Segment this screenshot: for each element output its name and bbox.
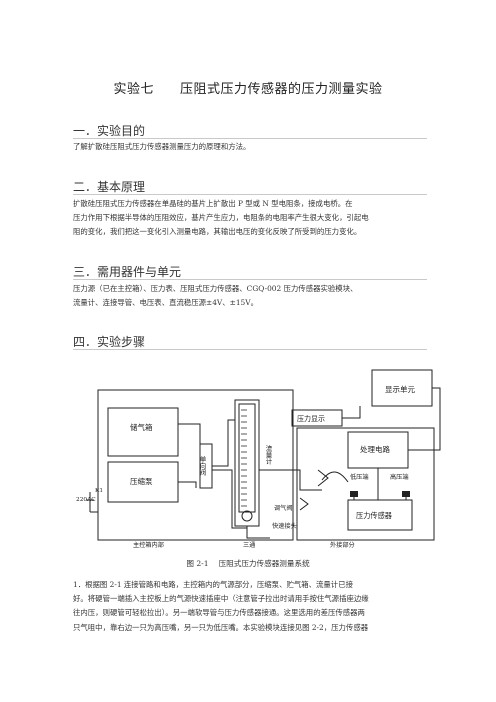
title-number: 实验七 (113, 82, 154, 97)
label-flowmeter: 流量计 (264, 444, 272, 466)
flowmeter-knob (241, 510, 253, 522)
label-tee: 三通 (243, 541, 255, 549)
caption-number: 图 2-1 (186, 559, 209, 568)
text-line: 往内压，则硬管可轻松拉出）。另一端软导管与压力传感器接通。这里选用的差压传感器两 (73, 608, 365, 618)
label-low-port: 低压端 (350, 473, 369, 481)
text-line: 好。将硬管一端插入主控板上的气源快速插座中（注意管子拉出时请用手按住气源插座边缘 (73, 594, 369, 604)
section-body-equipment: 压力源（已在主控箱）、压力表、压阻式压力传感器、CGQ-002 压力传感器实验模… (73, 282, 427, 310)
section-heading-steps: 四．实验步骤 (73, 335, 146, 349)
text-line: 压力作用下根据半导体的压阻效应，基片产生应力，电阻条的电阻率产生很大变化，引起电 (73, 213, 369, 223)
label-check-valve: 单向阀 (198, 455, 206, 477)
label-switch: K1 (95, 488, 103, 494)
text-line: 压力源（已在主控箱）、压力表、压阻式压力传感器、CGQ-002 压力传感器实验模… (73, 284, 358, 293)
label-ac: 220AC (76, 497, 96, 503)
steps-body: 1．根据图 2-1 连接管路和电路，主控箱内的气源部分，压缩泵、贮气箱、流量计已… (73, 578, 427, 635)
label-outside: 外接部分 (330, 541, 355, 549)
text-line: 流量计、连接导管、电压表、直流稳压源±4V、±15V。 (73, 298, 258, 308)
label-quick-connector: 快速接头 (272, 522, 297, 530)
main-box-outline (97, 389, 294, 541)
section-body-purpose: 了解扩散硅压阻式压力传感器测量压力的原理和方法。 (73, 140, 427, 154)
text-line: 扩散硅压阻式压力传感器在单晶硅的基片上扩散出 P 型或 N 型电阻条，接成电桥。… (73, 199, 353, 208)
section-heading-purpose: 一．实验目的 (73, 124, 146, 138)
storage-tank-box (107, 407, 179, 457)
sensor-box (347, 499, 413, 531)
low-port-nozzle (350, 491, 358, 497)
section-heading-equipment: 三．需用器件与单元 (73, 265, 182, 279)
title-name: 压阻式压力传感器的压力测量实验 (180, 82, 383, 97)
label-storage: 储气箱 (130, 422, 153, 432)
label-display-unit: 显示单元 (385, 384, 415, 394)
caption-text: 压阻式压力传感器测量系统 (218, 559, 310, 568)
label-high-port: 高压端 (390, 473, 409, 481)
label-sensor: 压力传感器 (356, 511, 392, 520)
section-divider (73, 138, 427, 139)
page-title: 实验七 压阻式压力传感器的压力测量实验 (0, 78, 496, 97)
text-line: 只气咀中，靠右边一只为高压嘴，另一只为低压嘴。本实验模块连接见图 2-2，压力传… (73, 622, 369, 632)
high-port-nozzle (402, 491, 410, 497)
section-body-principle: 扩散硅压阻式压力传感器在单晶硅的基片上扩散出 P 型或 N 型电阻条，接成电桥。… (73, 197, 427, 240)
outer-connector-box (296, 427, 435, 541)
flowmeter-tube (238, 403, 256, 513)
label-inside: 主控箱内部 (133, 541, 164, 549)
label-pressure-display: 压力显示 (297, 414, 325, 423)
label-bleed-valve: 调气阀 (274, 504, 293, 512)
text-line: 了解扩散硅压阻式压力传感器测量压力的原理和方法。 (73, 142, 251, 151)
figure-caption: 图 2-1 压阻式压力传感器测量系统 (0, 558, 496, 569)
label-processing: 处理电路 (360, 444, 390, 454)
section-divider (73, 194, 427, 195)
section-heading-principle: 二．基本原理 (73, 180, 146, 194)
label-compressor: 压缩泵 (130, 476, 153, 486)
text-line: 阻的变化，我们把这一变化引入测量电路，其输出电压的变化反映了所受到的压力变化。 (73, 227, 362, 237)
section-divider (73, 279, 427, 280)
text-line: 1．根据图 2-1 连接管路和电路，主控箱内的气源部分，压缩泵、贮气箱、流量计已… (73, 580, 353, 589)
section-divider (73, 349, 427, 350)
